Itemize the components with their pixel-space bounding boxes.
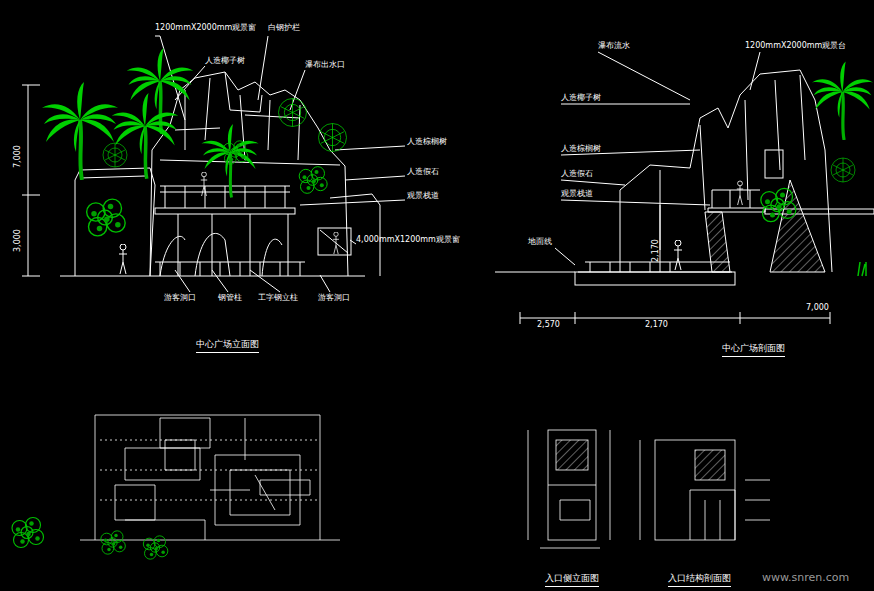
callout-label: 人造椰子树 xyxy=(561,94,601,103)
drawing-title: 中心广场剖面图 xyxy=(722,344,785,357)
dimension-text: 3,000 xyxy=(14,229,23,252)
dimension-text: 2,170 xyxy=(645,321,668,330)
dimension-text: 7,000 xyxy=(806,304,829,313)
callout-label: 工字钢立柱 xyxy=(258,294,298,303)
drawing-title: 入口结构剖面图 xyxy=(668,574,731,587)
callout-label: 1200mmX2000mm观景台 xyxy=(745,42,846,51)
callout-label: 游客洞口 xyxy=(318,294,350,303)
callout-label: 观景栈道 xyxy=(561,190,593,199)
callout-label: 4,000mmX1200mm观景窗 xyxy=(356,236,460,245)
callout-label: 白钢护栏 xyxy=(268,24,300,33)
callout-label: 1200mmX2000mm观景窗 xyxy=(155,24,256,33)
watermark: www.snren.com xyxy=(762,572,849,584)
dimension-text: 2,570 xyxy=(537,321,560,330)
callout-label: 地面线 xyxy=(528,238,552,247)
callout-label: 人造假石 xyxy=(561,170,593,179)
drawing-title: 中心广场立面图 xyxy=(196,340,259,353)
drawing-title: 入口侧立面图 xyxy=(545,574,599,587)
callout-label: 观景栈道 xyxy=(407,192,439,201)
callout-label: 人造假石 xyxy=(407,168,439,177)
callout-label: 游客洞口 xyxy=(164,294,196,303)
callout-label: 瀑布出水口 xyxy=(305,61,345,70)
dimension-text: 7,000 xyxy=(14,145,23,168)
callout-label: 人造棕榈树 xyxy=(561,145,601,154)
dimension-text: 2,170 xyxy=(652,239,661,262)
callout-label: 人造椰子树 xyxy=(205,57,245,66)
callout-label: 瀑布流水 xyxy=(598,42,630,51)
callout-label: 人造棕榈树 xyxy=(407,138,447,147)
callout-label: 钢管柱 xyxy=(218,294,242,303)
